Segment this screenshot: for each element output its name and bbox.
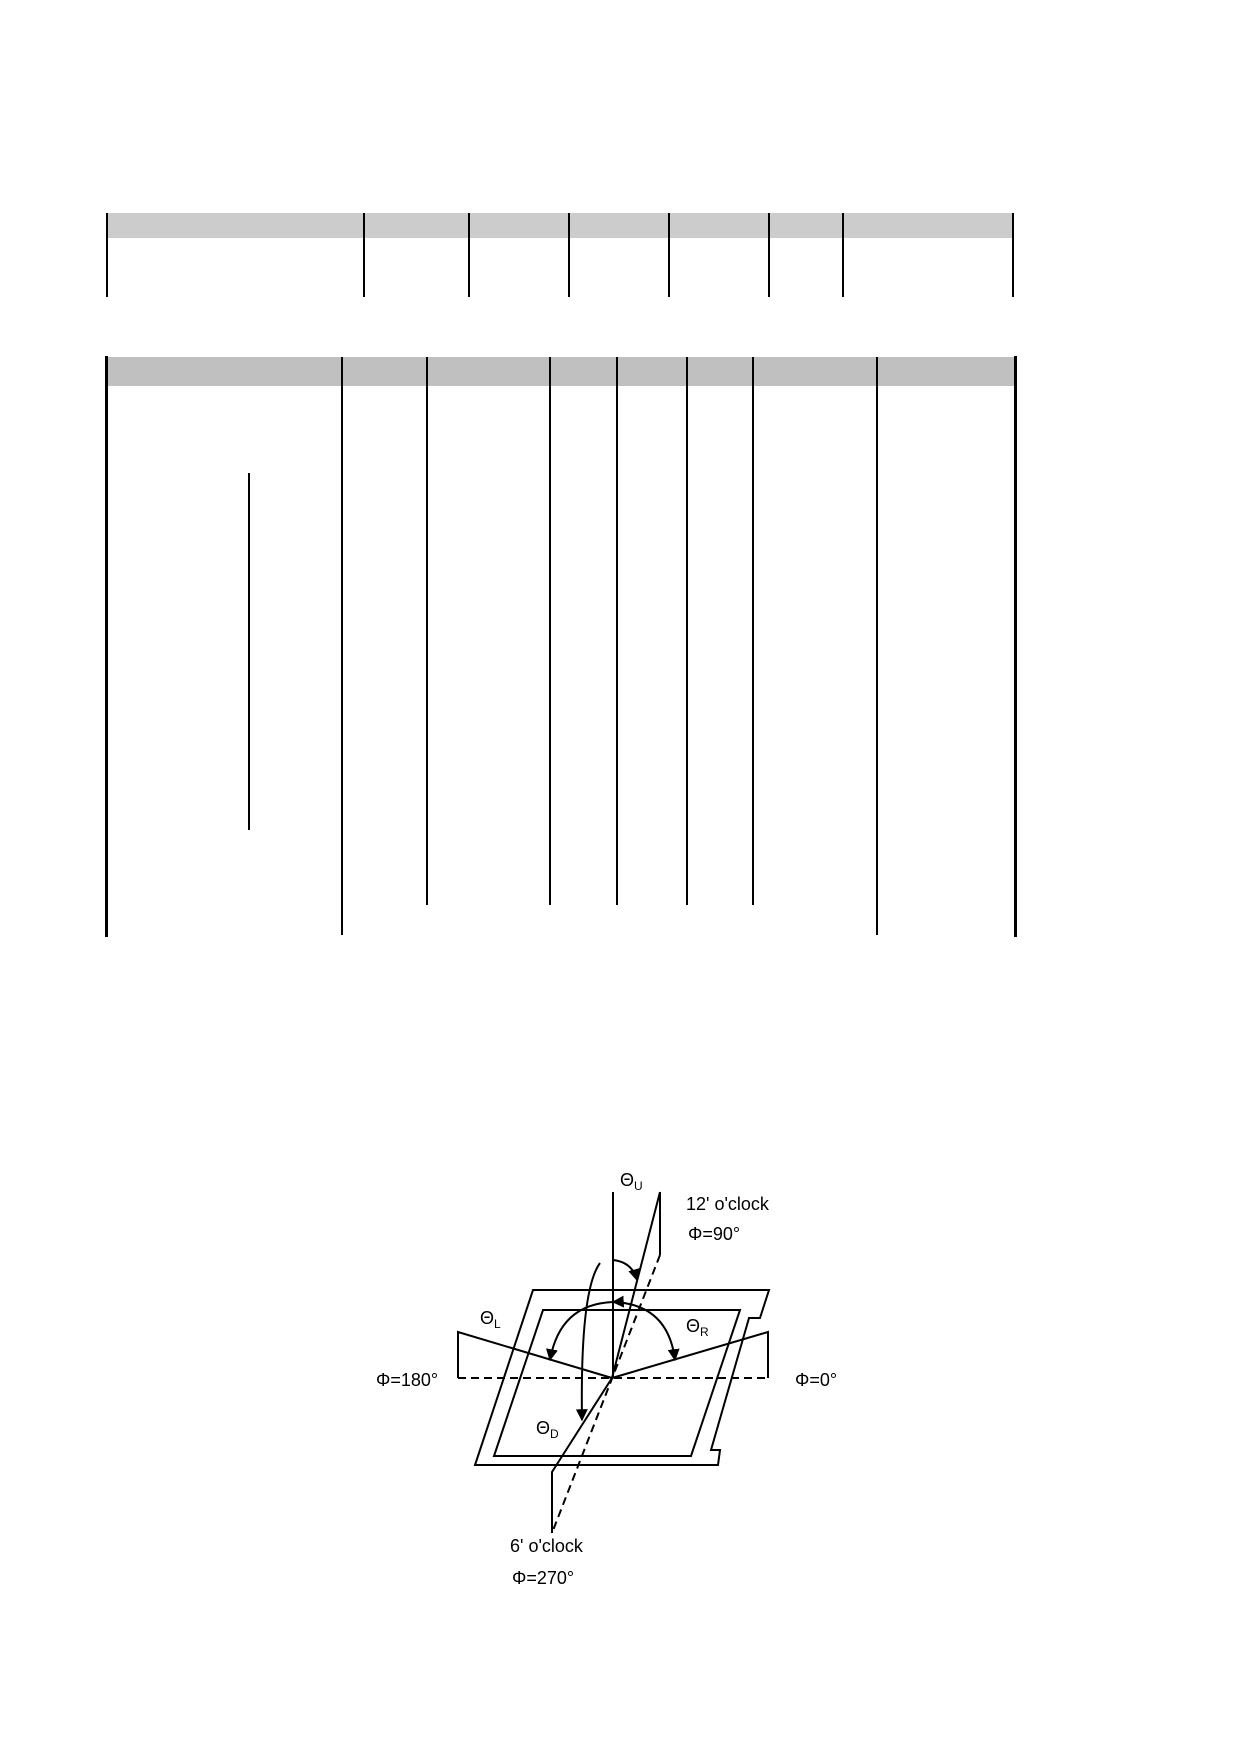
twelve-oclock-label: 12' o'clock — [686, 1194, 770, 1214]
vertical-plane-dashed — [551, 1254, 661, 1534]
table-1-border — [106, 213, 108, 297]
table-2-divider — [686, 357, 688, 905]
table-2-divider — [752, 357, 754, 905]
panel-inner-screen — [492, 1309, 742, 1457]
table-1-divider — [842, 213, 844, 297]
table-2-header — [107, 357, 1016, 386]
table-1-divider — [363, 213, 365, 297]
theta-left-label: ΘL — [480, 1308, 501, 1331]
theta-right-label: ΘR — [686, 1316, 709, 1339]
table-2-inner-divider — [248, 473, 250, 830]
table-2-divider — [549, 357, 551, 905]
theta-down-label: ΘD — [536, 1418, 559, 1441]
table-1-divider — [468, 213, 470, 297]
table-2-divider — [876, 357, 878, 935]
six-oclock-label: 6' o'clock — [510, 1536, 584, 1556]
table-2-border — [1014, 356, 1017, 937]
theta-right-arc — [612, 1301, 680, 1362]
table-1-header — [107, 213, 1014, 238]
table-1-divider — [768, 213, 770, 297]
horizontal-plane-left — [457, 1330, 613, 1379]
phi-0-label: Φ=0° — [795, 1370, 837, 1390]
horizontal-plane-right — [611, 1330, 769, 1379]
vertical-plane-lower — [551, 1377, 613, 1533]
table-2-divider — [616, 357, 618, 905]
phi-90-label: Φ=90° — [688, 1224, 740, 1244]
theta-up-label: ΘU — [620, 1170, 643, 1193]
table-2-border — [105, 356, 108, 937]
theta-up-arc — [612, 1259, 640, 1282]
table-2-divider — [341, 357, 343, 935]
theta-down-arc — [575, 1262, 601, 1422]
table-2-divider — [426, 357, 428, 905]
phi-270-label: Φ=270° — [512, 1568, 574, 1588]
table-1-border — [1012, 213, 1014, 297]
theta-left-arc — [545, 1295, 625, 1362]
table-1-divider — [668, 213, 670, 297]
phi-180-label: Φ=180° — [376, 1370, 438, 1390]
vertical-plane-upper — [611, 1191, 661, 1379]
table-1-divider — [568, 213, 570, 297]
